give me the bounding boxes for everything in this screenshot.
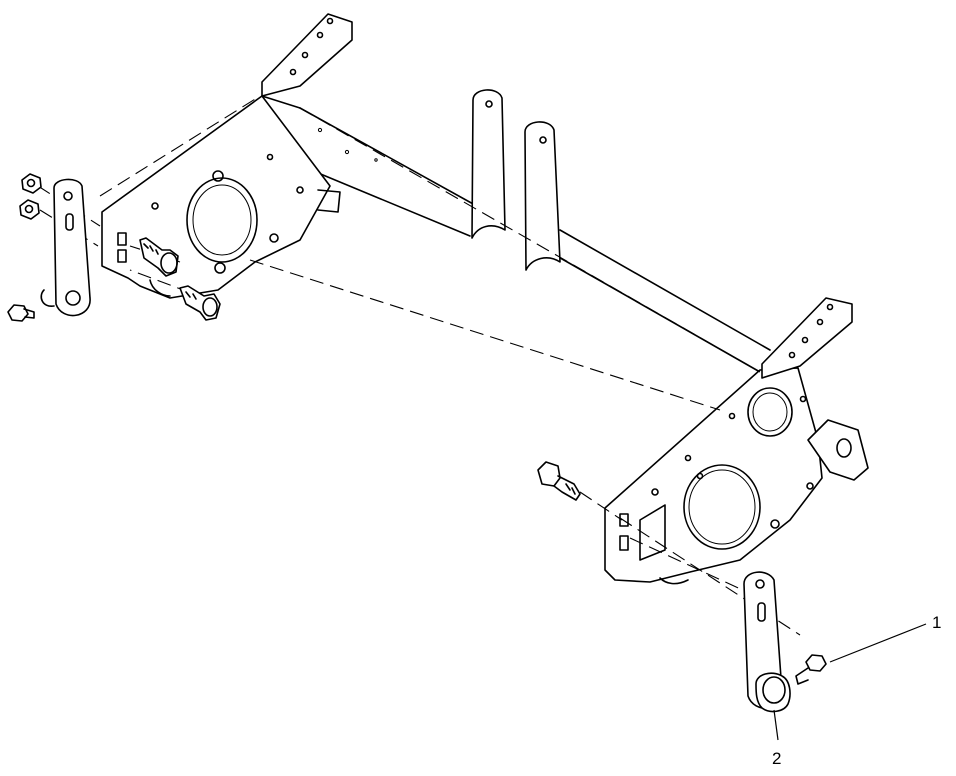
left-upright-tab [261, 13, 353, 97]
right-side-plate [604, 367, 869, 585]
left-link-plate [40, 178, 91, 317]
left-hex-nut-2 [19, 199, 40, 220]
left-side-plate [101, 95, 341, 299]
callout-label-1: 1 [932, 613, 941, 632]
left-hex-bolt [7, 304, 35, 322]
callout-leader-2 [773, 709, 779, 741]
carriage-bolt-upper [139, 237, 179, 277]
spacer-bushing[interactable] [755, 672, 791, 713]
carriage-bolt-lower [179, 285, 221, 321]
callout-label-2: 2 [772, 749, 781, 768]
right-shoulder-bolt [537, 461, 581, 501]
right-screw[interactable] [795, 654, 827, 685]
center-bracket-right [524, 121, 561, 271]
right-upright-tab [761, 297, 853, 379]
left-hex-nut-1 [21, 173, 42, 194]
center-bracket-left [471, 89, 506, 239]
callout-leader-1 [829, 623, 927, 663]
cross-tube [250, 95, 771, 373]
